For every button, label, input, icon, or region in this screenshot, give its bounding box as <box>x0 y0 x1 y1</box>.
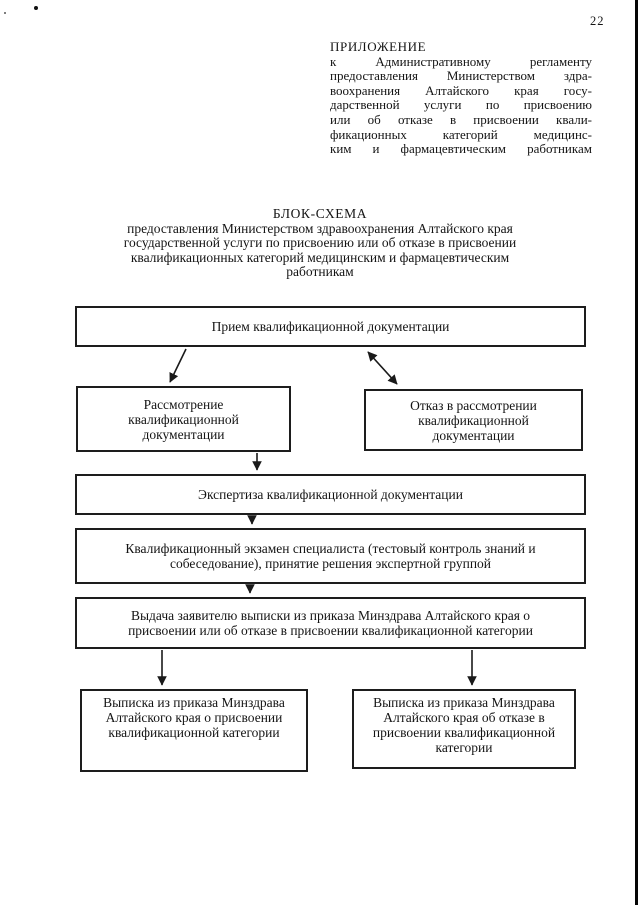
appendix-header-line: предоставления Министерством здра- <box>330 68 592 84</box>
flowchart-box-extract-assignment: Выписка из приказа Минздрава Алтайского … <box>80 689 308 772</box>
box-text-line: присвоении квалификационной <box>372 725 556 740</box>
box-text-line: документации <box>432 427 515 443</box>
appendix-header-line: дарственной услуги по присвоению <box>330 97 592 113</box>
box-text-line: Прием квалификационной документации <box>211 319 450 334</box>
flowchart-box-issuance: Выдача заявителю выписки из приказа Минз… <box>75 597 586 649</box>
flowchart-box-expertise: Экспертиза квалификационной документации <box>75 474 586 515</box>
appendix-header-line: фикационных категорий медицинс- <box>330 126 592 142</box>
scheme-subtitle-line: квалификационных категорий медицинским и… <box>130 249 510 265</box>
appendix-header-line: к Административному регламенту <box>330 53 592 69</box>
box-text-line: собеседование), принятие решения эксперт… <box>169 556 492 571</box>
box-text-line: Отказ в рассмотрении <box>410 397 537 413</box>
box-text-line: категории <box>435 740 493 755</box>
flowchart-box-extract-refusal: Выписка из приказа Минздрава Алтайского … <box>352 689 576 769</box>
scheme-subtitle-line: работникам <box>286 264 354 280</box>
flowchart-box-exam: Квалификационный экзамен специалиста (те… <box>75 528 586 584</box>
appendix-title: ПРИЛОЖЕНИЕ <box>330 39 427 54</box>
box-text-line: Выписка из приказа Минздрава <box>373 695 555 710</box>
scan-edge-line <box>635 0 638 905</box>
appendix-header-line: или об отказе в присвоении квали- <box>330 111 592 127</box>
flowchart-box-review: Рассмотрение квалификационной документац… <box>76 386 291 452</box>
box-text-line: Экспертиза квалификационной документации <box>198 487 463 502</box>
box-text-line: Алтайского края о присвоении <box>105 710 283 725</box>
flowchart-box-reception: Прием квалификационной документации <box>75 306 586 347</box>
box-text-line: Рассмотрение <box>143 396 224 412</box>
scan-speck-icon <box>4 12 6 14</box>
scan-speck-icon <box>34 6 38 10</box>
box-text-line: Квалификационный экзамен специалиста (те… <box>125 541 536 556</box>
flowchart-title-block: БЛОК-СХЕМА предоставления Министерством … <box>60 206 580 280</box>
box-text-line: Алтайского края об отказе в <box>383 710 545 725</box>
scheme-subtitle-line: предоставления Министерством здравоохран… <box>127 220 513 236</box>
box-text-line: Выписка из приказа Минздрава <box>103 695 285 710</box>
box-text-line: квалификационной категории <box>108 725 280 740</box>
box-text-line: Выдача заявителю выписки из приказа Минз… <box>130 608 531 623</box>
appendix-header: ПРИЛОЖЕНИЕ к Административному регламент… <box>330 39 592 157</box>
arrow-reception-to-review <box>169 348 187 383</box>
box-text-line: документации <box>142 426 225 442</box>
scheme-title: БЛОК-СХЕМА <box>272 206 368 221</box>
arrow-reception-refusal-double <box>367 351 398 385</box>
box-text-line: квалификационной <box>418 412 529 428</box>
box-text-line: квалификационной <box>128 411 239 427</box>
box-text-line: присвоении или об отказе в присвоении кв… <box>128 623 533 638</box>
appendix-header-line: ким и фармацевтическим работникам <box>330 141 592 157</box>
appendix-header-line: воохранения Алтайского края госу- <box>330 82 592 98</box>
flowchart-box-refusal-of-review: Отказ в рассмотрении квалификационной до… <box>364 389 583 451</box>
scheme-subtitle-line: государственной услуги по присвоению или… <box>123 235 517 251</box>
page-number: 22 <box>590 14 605 28</box>
